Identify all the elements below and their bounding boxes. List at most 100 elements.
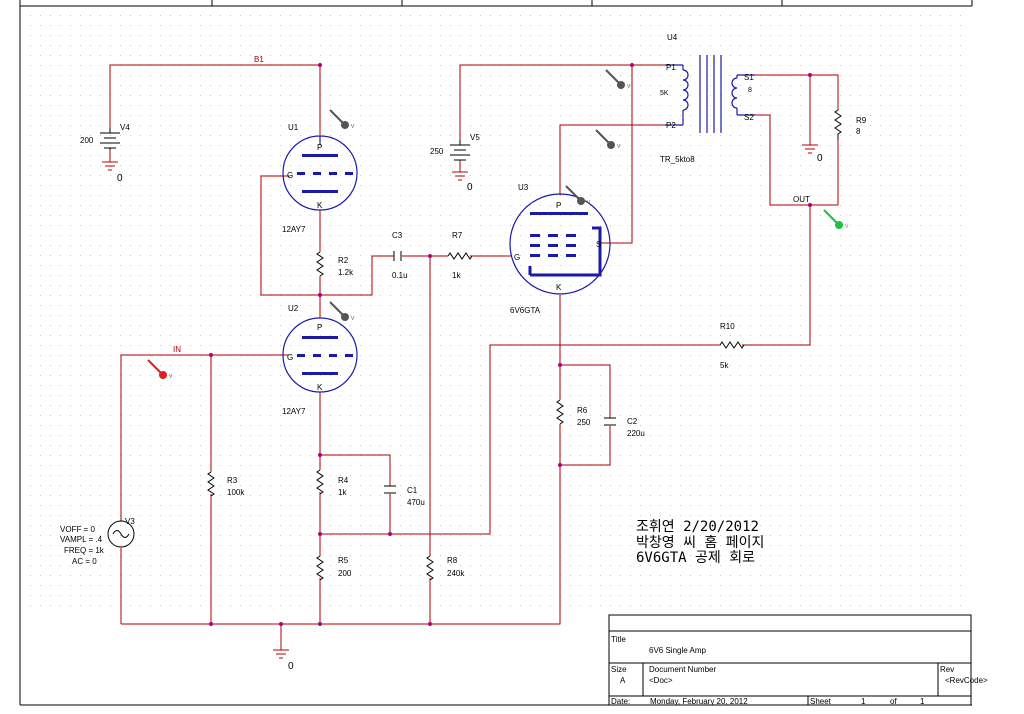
junction-dots — [209, 63, 812, 626]
ground-symbol — [802, 140, 818, 154]
rev-label: Rev — [940, 665, 954, 674]
r4-value: 1k — [338, 488, 347, 497]
r5-ref: R5 — [338, 556, 349, 565]
v3-ref: V3 — [125, 517, 135, 526]
v3-param-1: VAMPL = .4 — [60, 535, 103, 544]
docnum-label: Document Number — [649, 665, 716, 674]
c2-value: 220u — [627, 429, 645, 438]
u3-ref: U3 — [518, 183, 529, 192]
rev-value: <RevCode> — [945, 676, 988, 685]
voltage-probe-red[interactable]: V — [147, 359, 173, 380]
net-label-in: IN — [173, 345, 181, 354]
note-line-1: 조휘연 2/20/2012 — [636, 519, 759, 535]
tube-u3[interactable]: G P K S — [509, 193, 611, 295]
c3-ref: C3 — [392, 231, 403, 240]
of-label: of — [890, 697, 897, 706]
v3-param-2: FREQ = 1k — [64, 546, 105, 555]
u2-part: 12AY7 — [282, 407, 306, 416]
r3-ref: R3 — [227, 476, 238, 485]
v4-ref: V4 — [120, 123, 130, 132]
u4-prim: 5K — [660, 90, 669, 97]
capacitor-c2[interactable] — [604, 417, 616, 426]
resistor-r6[interactable] — [556, 399, 564, 425]
r9-value: 8 — [856, 127, 861, 136]
resistor-r8[interactable] — [426, 555, 434, 581]
resistor-r5[interactable] — [316, 555, 324, 581]
sheet-value: 1 — [861, 697, 866, 706]
c1-ref: C1 — [407, 486, 418, 495]
voltage-probe-gray[interactable]: V — [329, 109, 355, 130]
voltage-probe-gray[interactable]: V — [595, 129, 621, 150]
u4-ref: U4 — [667, 33, 678, 42]
u2-ref: U2 — [288, 304, 299, 313]
transformer-u4[interactable]: P1 P2 S1 S2 5K 8 — [660, 55, 755, 133]
voltage-probe-gray[interactable]: V — [565, 185, 591, 206]
v5-value: 250 — [430, 147, 444, 156]
c2-ref: C2 — [627, 417, 638, 426]
r2-ref: R2 — [338, 256, 349, 265]
v4-value: 200 — [80, 136, 94, 145]
resistor-r2[interactable] — [316, 251, 324, 277]
dc-source-v4[interactable] — [100, 128, 120, 150]
u1-pin-k: K — [317, 201, 323, 210]
ac-source-v3[interactable] — [107, 520, 135, 548]
u3-pin-g: G — [514, 253, 520, 262]
u4-pin-p2: P2 — [666, 121, 676, 130]
u4-pin-p1: P1 — [666, 63, 676, 72]
net-label-out: OUT — [793, 195, 810, 204]
resistor-r10[interactable] — [719, 341, 745, 349]
net-label-b1: B1 — [254, 55, 264, 64]
u4-pin-s1: S1 — [744, 73, 754, 82]
note-line-2: 박창영 씨 홈 페이지 — [636, 535, 764, 551]
c1-value: 470u — [407, 498, 425, 507]
ground-label: 0 — [288, 661, 294, 672]
v3-param-0: VOFF = 0 — [60, 525, 95, 534]
r8-value: 240k — [447, 569, 465, 578]
sheet-border — [19, 0, 973, 706]
u4-pin-s2: S2 — [744, 113, 754, 122]
tube-u2[interactable]: G P K — [282, 317, 358, 393]
r10-value: 5k — [720, 361, 729, 370]
resistor-r3[interactable] — [207, 471, 215, 497]
tube-u1[interactable]: G P K — [282, 135, 358, 211]
resistor-r9[interactable] — [834, 109, 842, 140]
date-label: Date: — [611, 697, 630, 706]
r4-ref: R4 — [338, 476, 349, 485]
v3-param-3: AC = 0 — [72, 557, 97, 566]
title-value: 6V6 Single Amp — [649, 646, 706, 655]
c3-value: 0.1u — [392, 271, 408, 280]
u2-pin-k: K — [317, 383, 323, 392]
voltage-probe-green[interactable]: V — [823, 209, 849, 230]
capacitor-c3[interactable] — [393, 251, 402, 261]
voltage-probe-gray[interactable]: V — [329, 301, 355, 322]
u1-pin-p: P — [317, 143, 322, 152]
ground-label: 0 — [117, 173, 123, 184]
sheet-label: Sheet — [810, 697, 832, 706]
date-value: Monday, February 20, 2012 — [650, 697, 748, 706]
voltage-probe-gray[interactable]: V — [605, 69, 631, 90]
title-block: Title 6V6 Single Amp Size A Document Num… — [608, 614, 988, 706]
size-value: A — [620, 676, 626, 685]
capacitor-c1[interactable] — [384, 485, 396, 494]
r6-value: 250 — [577, 418, 591, 427]
dc-source-v5[interactable] — [450, 140, 470, 161]
resistor-r4[interactable] — [316, 469, 324, 495]
ground-label: 0 — [817, 153, 823, 164]
u3-pin-p: P — [556, 201, 561, 210]
ground-symbol — [273, 649, 289, 659]
r2-value: 1.2k — [338, 268, 354, 277]
ground-symbol — [452, 171, 468, 181]
u4-sec: 8 — [748, 87, 752, 94]
v5-ref: V5 — [470, 133, 480, 142]
u1-ref: U1 — [288, 123, 299, 132]
u4-part: TR_5kto8 — [660, 155, 695, 164]
resistor-r7[interactable] — [447, 252, 473, 260]
r8-ref: R8 — [447, 556, 458, 565]
title-label: Title — [611, 635, 626, 644]
r6-ref: R6 — [577, 406, 588, 415]
ground-symbol — [102, 161, 118, 171]
r7-ref: R7 — [452, 231, 463, 240]
r3-value: 100k — [227, 488, 245, 497]
dot-grid — [30, 15, 961, 606]
